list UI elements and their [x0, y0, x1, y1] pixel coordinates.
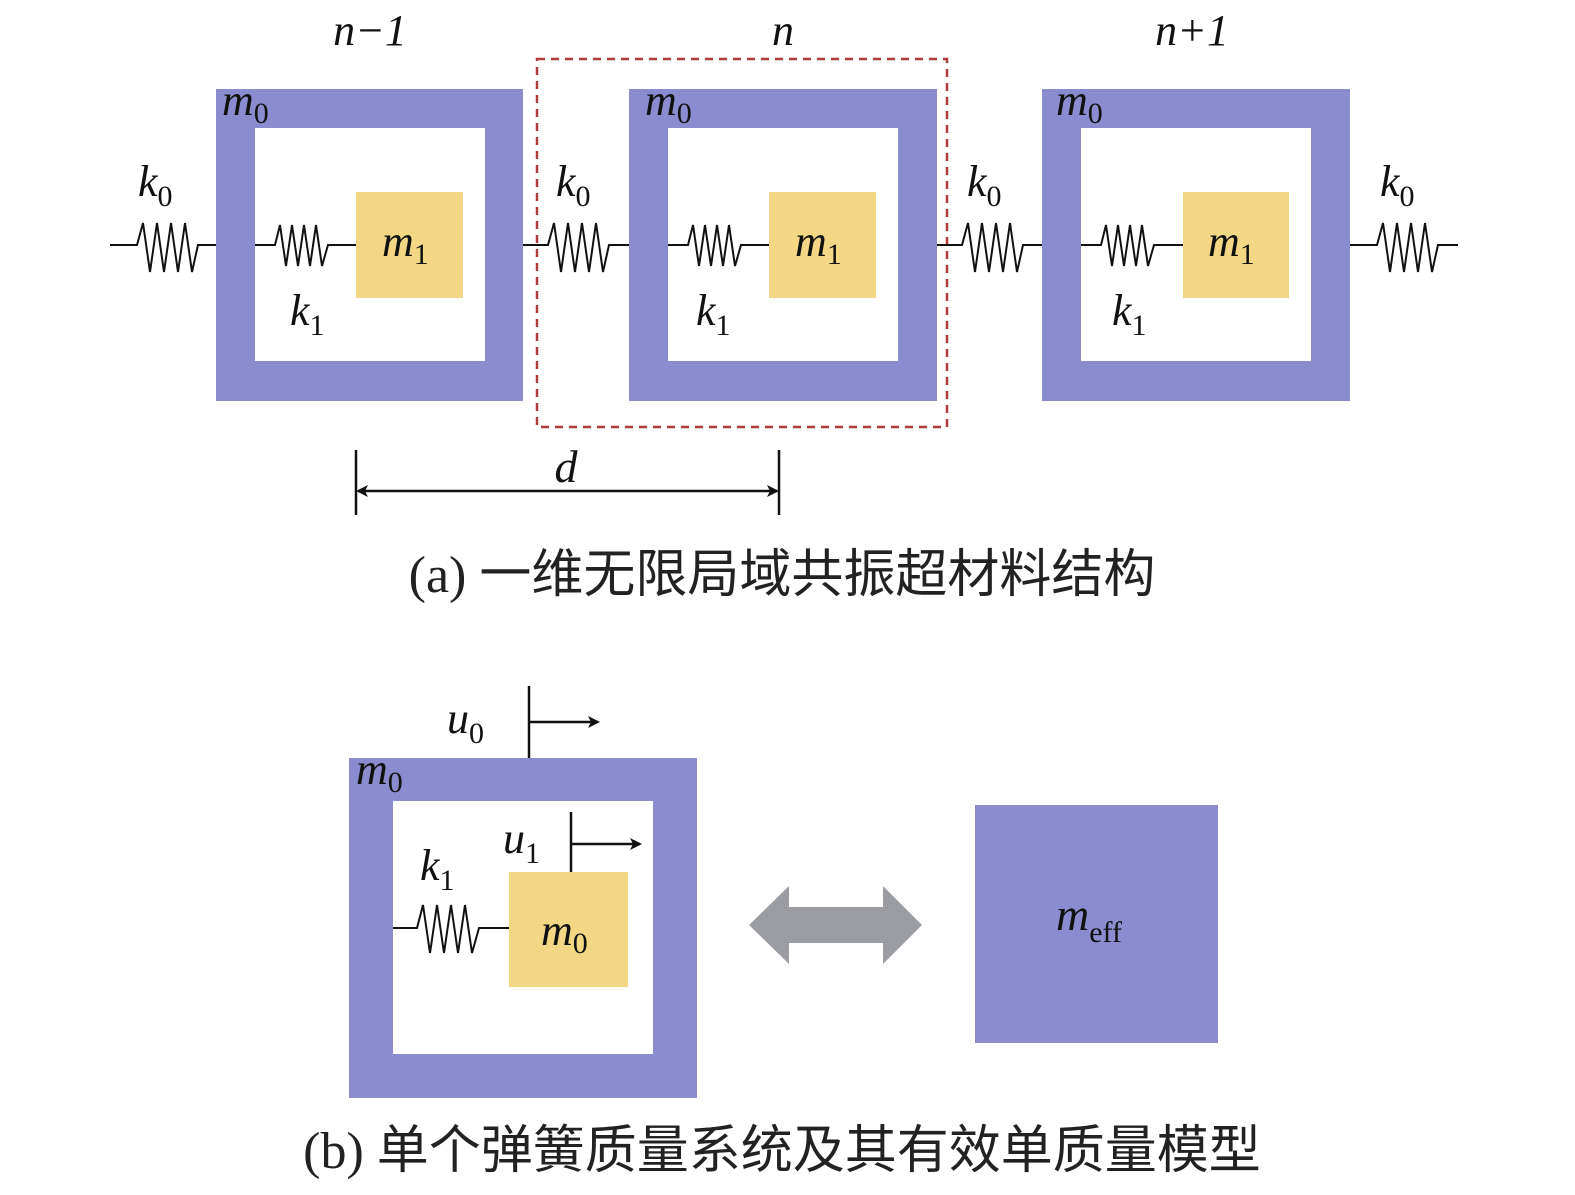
inner-spring-label: k1 [696, 286, 731, 342]
inner-spring-label: k1 [420, 841, 455, 897]
outer-mass-frame [349, 758, 697, 1098]
coupling-spring [523, 222, 629, 273]
resonator-mass [1183, 192, 1289, 298]
coupling-spring [937, 222, 1042, 273]
caption-a: (a) 一维无限局域共振超材料结构 [409, 547, 1156, 604]
outer-mass-frame [1042, 89, 1350, 401]
coupling-spring [1350, 222, 1458, 273]
panel-b: m0 u0 m0 u1 k1 m [303, 686, 1261, 1180]
resonator-mass [356, 192, 463, 298]
equivalence-arrow [749, 886, 922, 964]
period-label: d [555, 441, 579, 492]
inner-displacement-arrow [569, 812, 642, 872]
resonator-mass-label: m1 [795, 217, 842, 271]
coupling-spring-label: k0 [967, 157, 1002, 213]
resonator-mass-label: m0 [541, 906, 588, 960]
panel-a: n−1 n n+1 m0 m1 k1 m0 [110, 6, 1458, 604]
unit-cell: m0 m1 k1 [629, 76, 937, 401]
outer-mass-frame [629, 89, 937, 401]
inner-spring [255, 224, 356, 267]
inner-spring-label: k1 [1112, 286, 1147, 342]
outer-mass-label: m0 [222, 76, 269, 130]
inner-spring [668, 224, 769, 267]
outer-displacement-label: u0 [447, 694, 484, 750]
effective-mass-label: meff [1056, 889, 1122, 949]
period-dimension: d [354, 441, 781, 515]
outer-mass-label: m0 [645, 76, 692, 130]
resonator-mass-label: m1 [382, 217, 429, 271]
unit-cell: m0 m1 k1 [1042, 76, 1350, 401]
coupling-spring-label: k0 [556, 157, 591, 213]
resonator-mass [769, 192, 876, 298]
outer-mass-label: m0 [1056, 76, 1103, 130]
inner-displacement-label: u1 [503, 814, 540, 870]
inner-spring-label: k1 [290, 286, 325, 342]
resonator-mass-label: m1 [1208, 217, 1255, 271]
unit-cell: m0 m1 k1 [216, 76, 523, 401]
effective-mass [975, 805, 1218, 1043]
unit-cell-box [535, 57, 949, 429]
coupling-spring [110, 222, 216, 273]
inner-spring [393, 904, 509, 954]
coupling-spring-label: k0 [138, 157, 173, 213]
coupling-spring-label: k0 [1380, 157, 1415, 213]
caption-b: (b) 单个弹簧质量系统及其有效单质量模型 [303, 1123, 1261, 1180]
outer-displacement-arrow [527, 686, 600, 758]
resonator-mass [509, 872, 628, 987]
outer-mass-label: m0 [356, 745, 403, 799]
cell-index-label: n−1 [333, 6, 407, 55]
outer-mass-frame [216, 89, 523, 401]
cell-index-label: n+1 [1155, 6, 1229, 55]
inner-spring [1081, 224, 1183, 267]
cell-index-label: n [772, 6, 794, 55]
